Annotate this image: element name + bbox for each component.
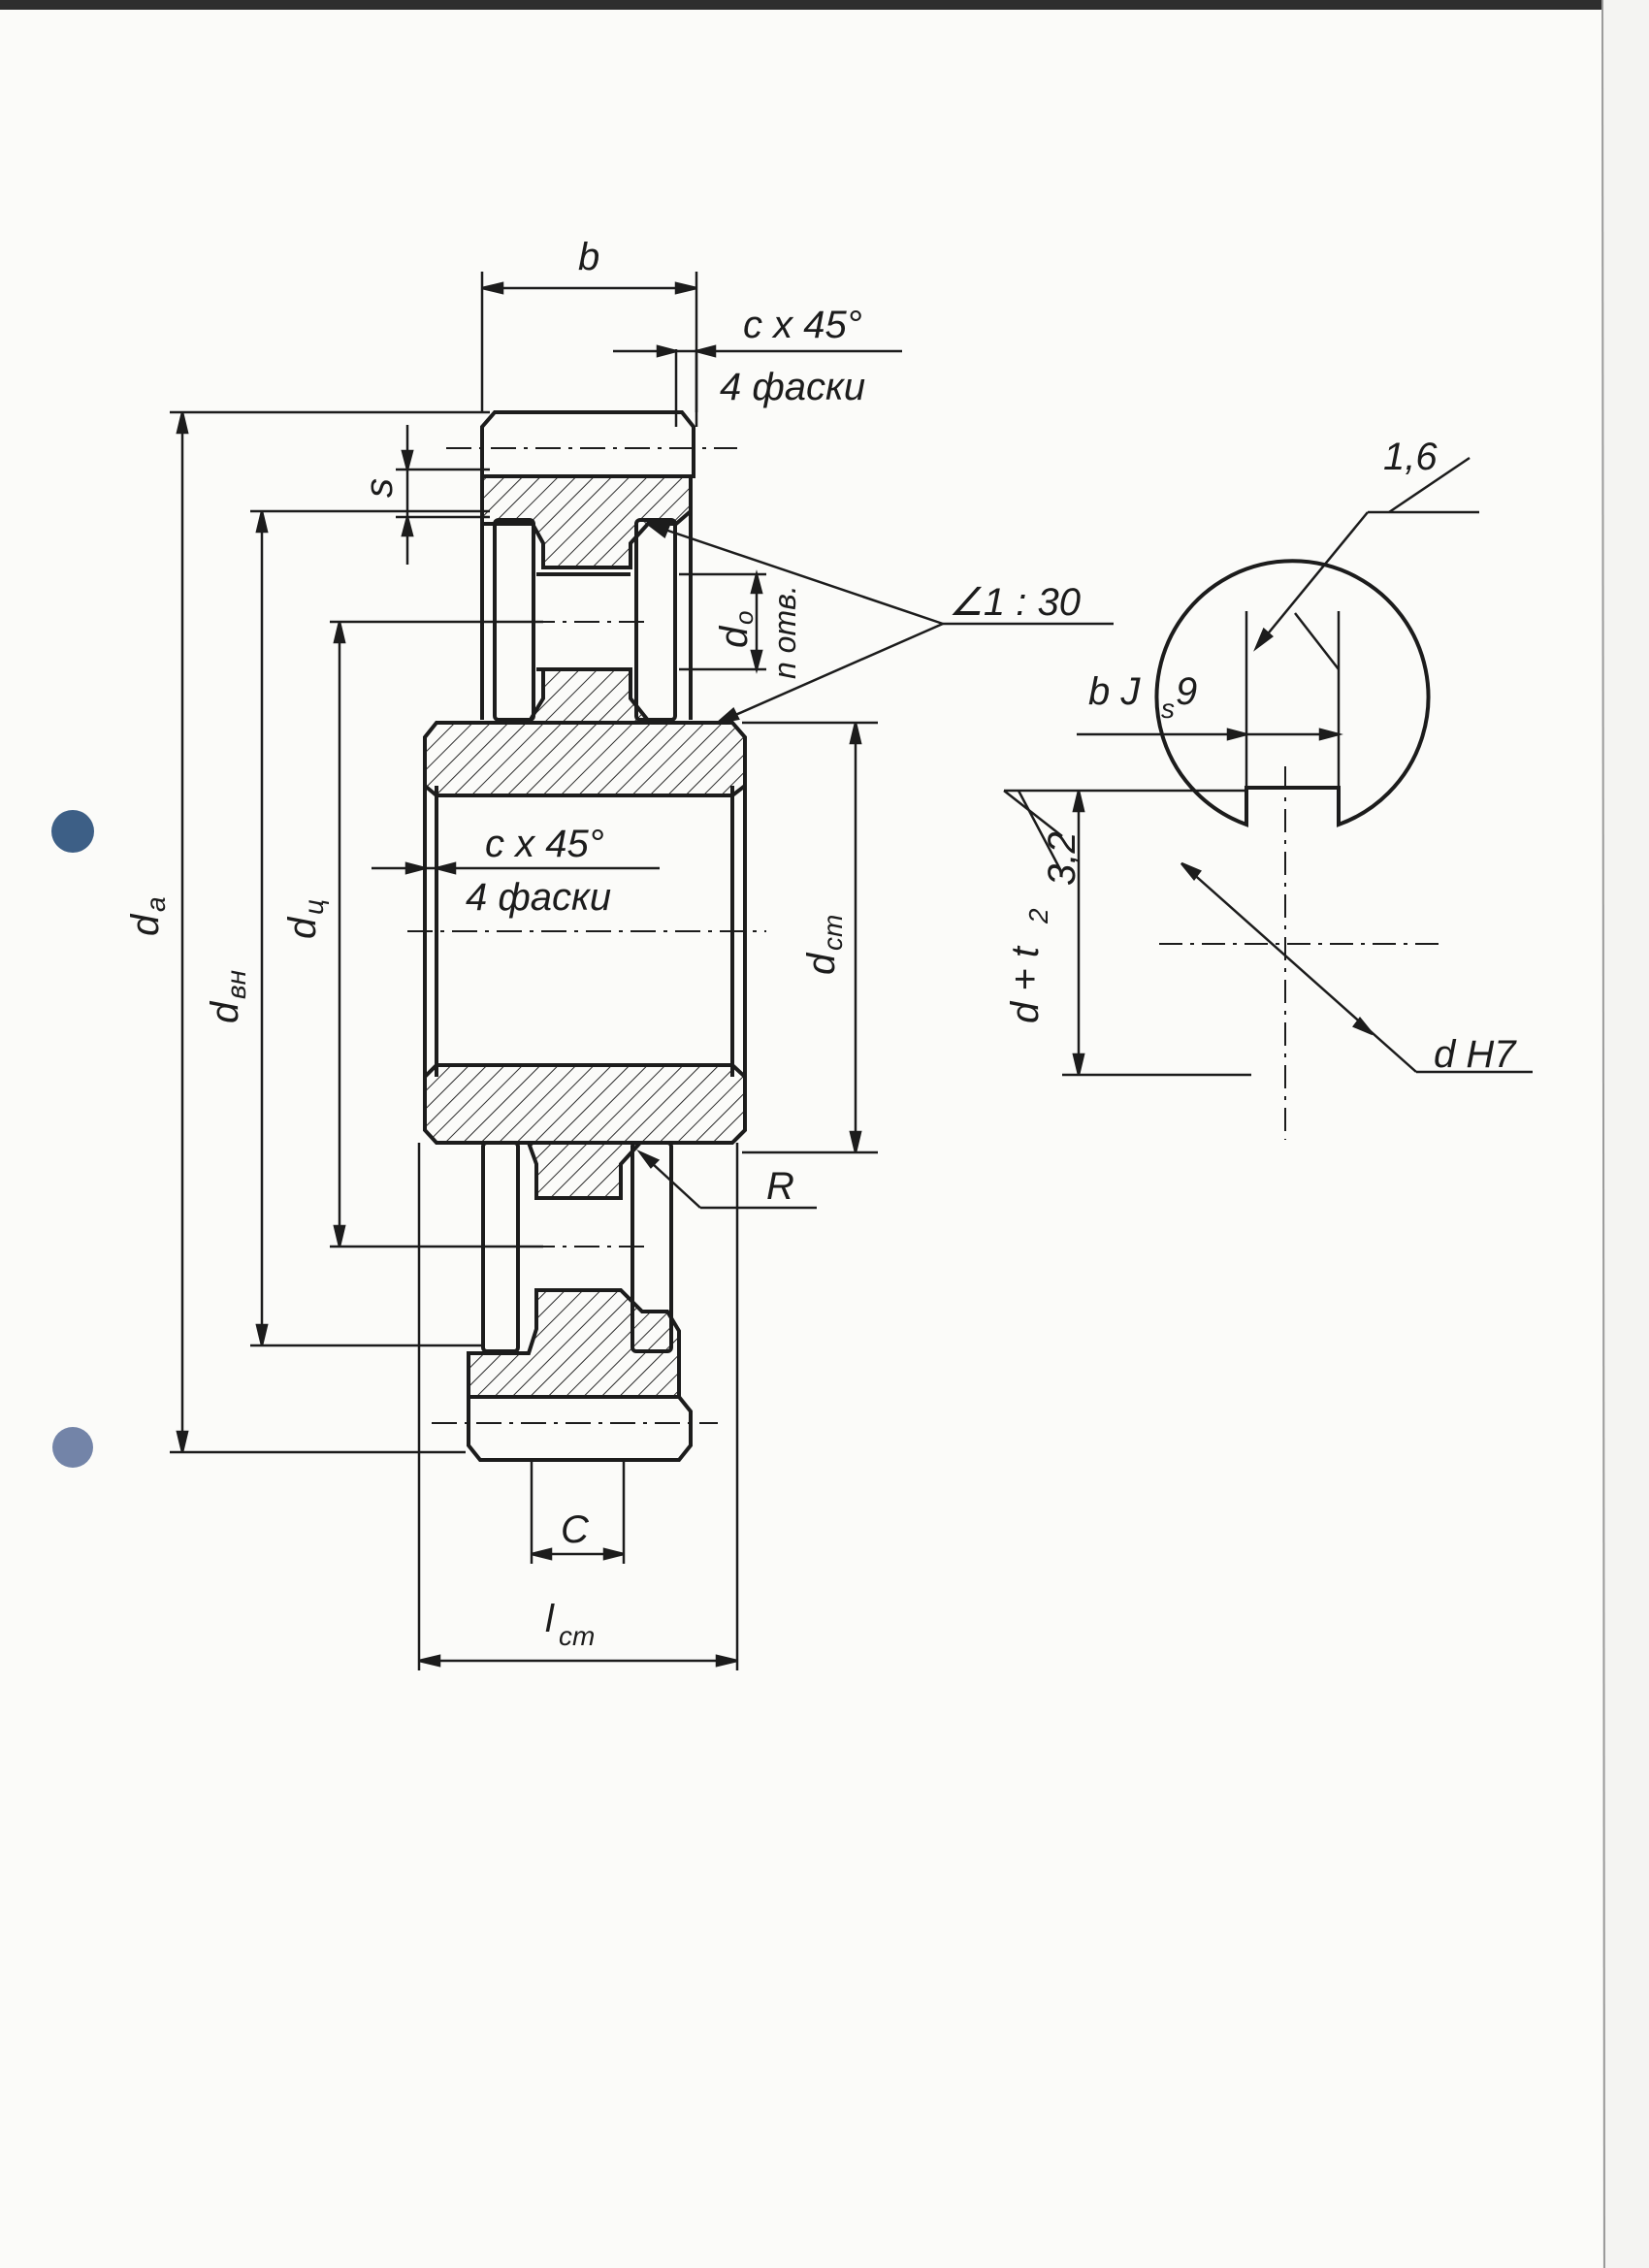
dim-chamfer-top-arrow-r — [692, 344, 717, 358]
taper-leader-2 — [717, 622, 944, 725]
label-dc: d — [281, 916, 324, 939]
rough-2-mark-a — [1003, 790, 1063, 837]
hub-center-lines — [1159, 766, 1445, 1140]
dim-c-arrow-r — [602, 1547, 625, 1561]
punch-hole-bottom — [52, 1427, 93, 1468]
label-rough-1: 1,6 — [1383, 436, 1438, 478]
dim-chamfer-mid-arrow-l — [404, 861, 430, 875]
dim-dvn-arrow-t — [255, 510, 269, 534]
dim-bore-arrow-2 — [1352, 1016, 1374, 1036]
taper-arrow-1 — [643, 522, 670, 538]
dim-b-arrow-r — [674, 281, 697, 295]
label-b: b — [578, 236, 599, 278]
scan-right-edge-line — [1601, 0, 1605, 2268]
dim-b-arrow-l — [481, 281, 504, 295]
hub-dimensions — [1003, 456, 1533, 1077]
rough-1-arrow — [1253, 627, 1274, 652]
label-s: s — [358, 478, 401, 498]
label-chamfer-top-2: 4 фаски — [720, 366, 865, 408]
label-chamfer-mid-1: c x 45° — [485, 823, 604, 865]
dim-dst-arrow-t — [849, 722, 862, 745]
label-rough-2: 3,2 — [1041, 831, 1083, 886]
label-dvn: d — [204, 1000, 246, 1023]
dim-da-arrow-b — [176, 1430, 189, 1453]
label-dvn-sub: вн — [221, 970, 251, 999]
dim-lst-arrow-l — [418, 1654, 441, 1668]
dim-chamfer-top-arrow-l — [656, 344, 681, 358]
hub-bottom-hatch — [423, 1063, 747, 1145]
rim-top-hatch — [480, 474, 693, 569]
label-dst-sub: ст — [818, 915, 848, 951]
label-c: C — [561, 1508, 590, 1551]
web-slot-left-top — [493, 518, 535, 722]
label-depth-sub: 2 — [1023, 908, 1053, 924]
dim-dvn-arrow-b — [255, 1323, 269, 1346]
label-dst: d — [800, 952, 843, 975]
punch-hole-top — [51, 810, 94, 853]
section-hatching — [423, 474, 747, 1399]
label-taper: ∠1 : 30 — [949, 581, 1081, 624]
dim-da-arrow-t — [176, 411, 189, 435]
label-key-width: b J — [1088, 670, 1141, 713]
label-chamfer-mid-2: 4 фаски — [466, 876, 611, 919]
dim-key-arrow-r — [1318, 728, 1343, 741]
label-chamfer-top-1: c x 45° — [743, 304, 862, 346]
label-r: R — [766, 1165, 794, 1208]
dim-depth-arrow-b — [1072, 1053, 1085, 1076]
dim-c-arrow-l — [531, 1547, 553, 1561]
dim-s-arrow-t — [401, 449, 414, 474]
dim-key-arrow-l — [1226, 728, 1251, 741]
dim-do-arrow-t — [750, 569, 763, 595]
label-depth: d + t — [1004, 945, 1047, 1023]
r-arrow — [636, 1149, 661, 1169]
dim-dc-arrow-t — [333, 621, 346, 644]
scan-top-edge — [0, 0, 1649, 10]
label-lst: l — [545, 1598, 555, 1640]
dimension-lines — [176, 281, 902, 1668]
gear-labels: b c x 45° 4 фаски s ∠1 : 30 d o n отв. c… — [124, 236, 1081, 1651]
label-da-sub: a — [141, 896, 171, 912]
dim-s-arrow-b — [401, 512, 414, 537]
hub-detail: 1,6 b J s 9 3,2 d + t 2 d H7 — [1003, 436, 1533, 1140]
dim-bore-diag — [1180, 862, 1417, 1073]
label-do-sub: o — [729, 611, 759, 625]
label-bore: d H7 — [1434, 1033, 1517, 1076]
dim-bore-arrow-1 — [1180, 861, 1202, 882]
rim-bottom — [467, 1395, 693, 1462]
dim-chamfer-mid-arrow-r — [432, 861, 457, 875]
rim-top — [480, 410, 695, 478]
dim-lst-arrow-r — [715, 1654, 738, 1668]
taper-leader-1 — [647, 522, 944, 626]
center-lines — [407, 447, 766, 1424]
hub-bore-outline — [1154, 559, 1431, 827]
rough-1-angle — [1294, 612, 1340, 670]
label-dc-sub: ц — [299, 899, 329, 915]
label-da: d — [124, 913, 167, 936]
hub-top-hatch — [423, 721, 747, 797]
label-holes: n отв. — [767, 585, 802, 679]
dim-dst-arrow-b — [849, 1130, 862, 1153]
dim-do-arrow-b — [750, 649, 763, 674]
rough-1-leader — [1255, 511, 1369, 649]
taper-arrow-2 — [713, 706, 740, 726]
rough-2-mark-b — [1017, 790, 1064, 874]
dim-dc-arrow-b — [333, 1224, 346, 1247]
scan-right-edge — [1602, 0, 1649, 2268]
gear-section: b c x 45° 4 фаски s ∠1 : 30 d o n отв. c… — [124, 236, 1114, 1670]
label-lst-sub: ст — [559, 1621, 595, 1651]
rough-1-mark-a — [1388, 456, 1471, 514]
label-key-width-tol: 9 — [1176, 670, 1197, 713]
label-do: d — [713, 625, 756, 648]
label-key-width-sub: s — [1161, 694, 1175, 724]
dim-depth-arrow-t — [1072, 790, 1085, 813]
leaders — [636, 522, 1114, 1210]
web-slot-right-top — [634, 518, 677, 722]
web-top-hatch — [525, 667, 655, 725]
hub-labels: 1,6 b J s 9 3,2 d + t 2 d H7 — [1004, 436, 1517, 1076]
